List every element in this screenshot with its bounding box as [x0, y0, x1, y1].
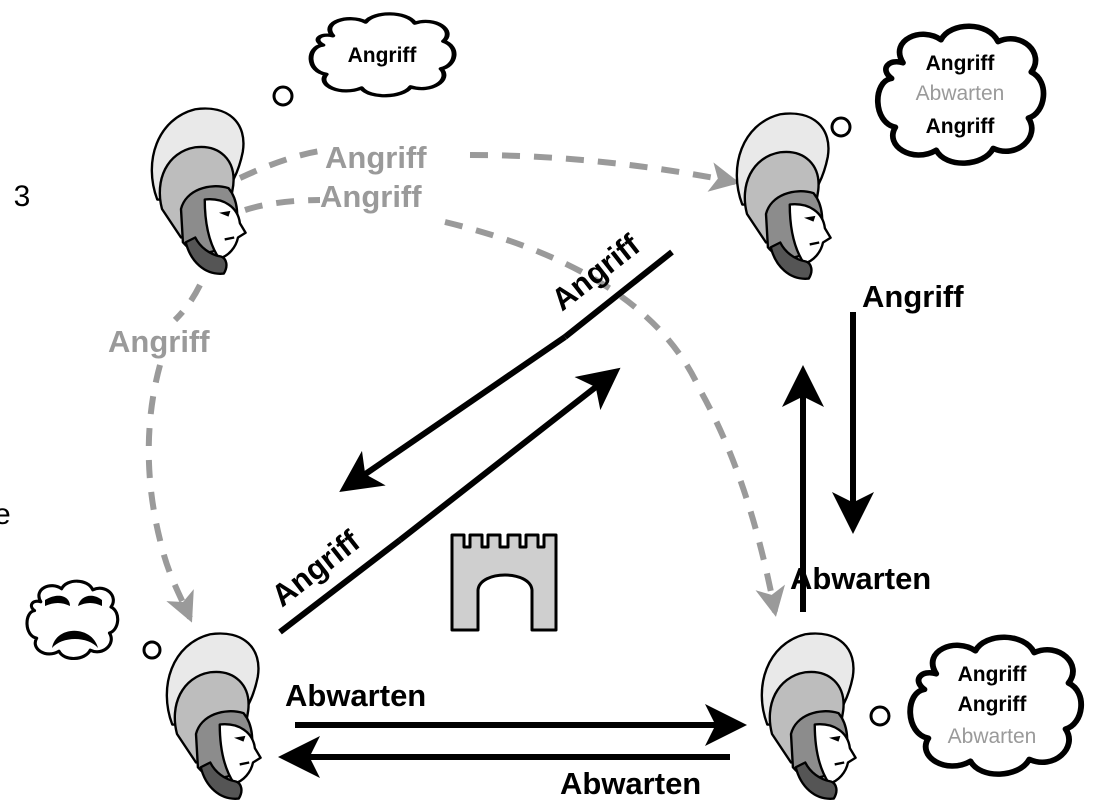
bubble-tr-line-2: Angriff — [926, 115, 996, 138]
general-top-left-icon — [152, 109, 246, 274]
thought-bubble-top-right: Angriff Abwarten Angriff — [832, 26, 1044, 163]
message-tl-to-tr: Angriff — [325, 140, 427, 175]
general-bottom-left-icon — [167, 634, 261, 799]
message-right-down: Angriff — [862, 279, 964, 314]
bubble-tl-line-0: Angriff — [348, 44, 418, 67]
thought-bubble-bottom-left — [27, 581, 160, 658]
message-tl-to-bl: Angriff — [108, 324, 210, 359]
message-bottom-top: Abwarten — [285, 678, 426, 713]
bubble-br-line-1: Angriff — [958, 693, 1028, 716]
arrow-tr-to-bl — [345, 337, 565, 488]
general-bottom-right-icon — [762, 634, 856, 799]
thought-bubble-bottom-right: Angriff Angriff Abwarten — [871, 637, 1081, 774]
general-top-right-icon — [737, 114, 831, 279]
bubble-tr-line-1: Abwarten — [916, 82, 1005, 105]
bubble-tr-line-0: Angriff — [926, 52, 996, 75]
castle-gate-icon — [452, 535, 556, 630]
thought-bubble-top-left: Angriff — [274, 14, 454, 105]
message-bottom-bottom: Abwarten — [560, 766, 701, 801]
cropped-letter: e — [0, 498, 11, 531]
bubble-br-line-0: Angriff — [958, 663, 1028, 686]
message-right-up: Abwarten — [790, 561, 931, 596]
message-tl-to-br: Angriff — [320, 179, 422, 214]
message-diag-lower: Angriff — [265, 523, 367, 614]
arrow-bl-to-tr — [400, 372, 615, 540]
bubble-br-line-2: Abwarten — [948, 725, 1037, 748]
arrow-tl-to-tr — [240, 150, 735, 182]
cropped-digit: 3 — [14, 180, 31, 213]
